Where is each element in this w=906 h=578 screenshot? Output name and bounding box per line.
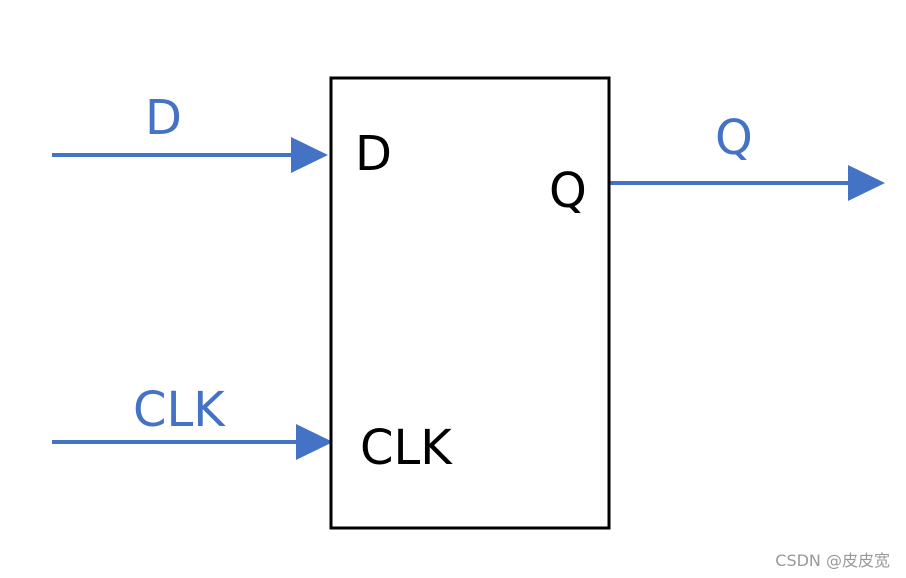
clk-input-arrowhead bbox=[296, 424, 333, 460]
q-output-arrowhead bbox=[848, 165, 885, 201]
clk-input-label: CLK bbox=[133, 382, 226, 438]
clk-port-label: CLK bbox=[360, 420, 453, 476]
flip-flop-block bbox=[329, 76, 611, 530]
q-output-label: Q bbox=[715, 110, 753, 166]
d-input-arrowhead bbox=[291, 137, 328, 173]
q-port-label: Q bbox=[549, 163, 587, 219]
d-port-label: D bbox=[355, 126, 392, 182]
d-input-label: D bbox=[145, 90, 182, 146]
watermark-text: CSDN @皮皮宽 bbox=[775, 551, 890, 570]
